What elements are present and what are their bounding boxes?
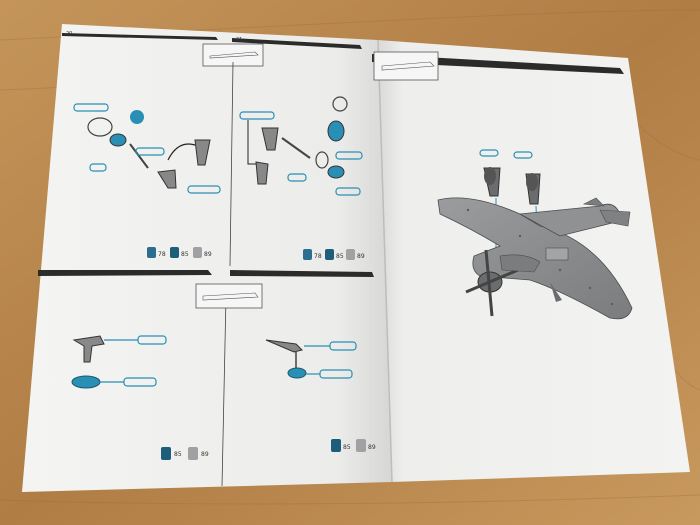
column-divider-bottom [221, 295, 227, 487]
step-22-number: 22 [42, 270, 48, 276]
step-20-number: 20 [66, 31, 72, 37]
step-23-paint-refs: 85 89 [331, 439, 376, 452]
mini-plane-icon [209, 51, 259, 59]
step-20-paint-refs: 78 85 89 [147, 247, 212, 258]
step-23-diagram [265, 339, 357, 379]
step-23-header-bar [230, 270, 374, 277]
paint-ref: 78 [314, 253, 322, 260]
step-21-header-bar [232, 38, 362, 49]
paint-ref: 89 [357, 253, 365, 260]
mini-plane-icon [202, 292, 259, 301]
step-21-paint-refs: 78 85 89 [303, 249, 365, 260]
step-20-diagram [73, 103, 221, 194]
mini-plane-icon [381, 61, 435, 71]
left-page-layout: 20 21 22 23 [38, 31, 376, 487]
step-21-diagram [239, 96, 363, 196]
paint-ref: 78 [158, 251, 166, 258]
step-22-header-bar [38, 270, 212, 276]
column-divider-top [229, 61, 234, 267]
right-page-layout: 24 [372, 51, 633, 320]
paint-ref: 85 [174, 451, 182, 458]
paint-ref: 85 [343, 444, 351, 451]
paint-ref: 89 [204, 251, 212, 258]
spitfire-aircraft [437, 197, 633, 320]
step-20-header-bar [62, 33, 218, 40]
paint-ref: 89 [368, 444, 376, 451]
step-23-number: 23 [234, 271, 240, 277]
paint-ref: 89 [201, 451, 209, 458]
paint-ref: 85 [336, 253, 344, 260]
step-21-number: 21 [236, 37, 242, 43]
spine [377, 39, 393, 483]
step-22-diagram [71, 335, 167, 389]
paint-ref: 85 [181, 251, 189, 258]
step-22-paint-refs: 85 89 [161, 447, 209, 460]
